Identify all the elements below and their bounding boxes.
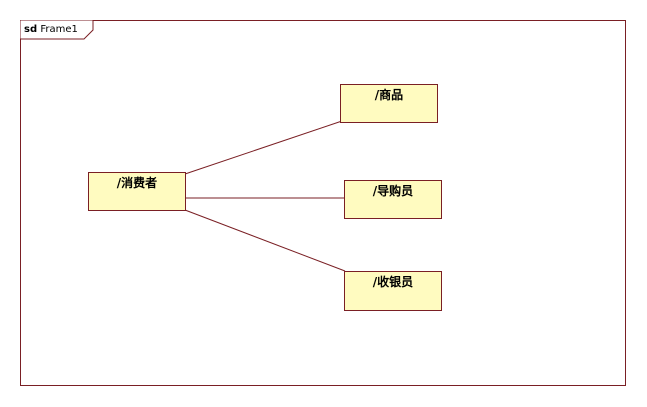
lifeline-consumer[interactable]: /消费者 xyxy=(88,172,186,211)
lifeline-consumer-label: /消费者 xyxy=(116,176,158,190)
link-consumer-cashier xyxy=(184,209,346,272)
frame-name: Frame1 xyxy=(40,24,78,35)
link-consumer-goods xyxy=(184,120,343,175)
frame-keyword: sd xyxy=(24,24,38,35)
lifeline-guide-label: /导购员 xyxy=(372,184,414,198)
lifeline-cashier-label: /收银员 xyxy=(372,275,414,289)
frame-tab-shape xyxy=(20,20,94,40)
lifeline-goods-label: /商品 xyxy=(374,88,404,102)
lifeline-cashier[interactable]: /收银员 xyxy=(344,271,442,311)
sequence-frame xyxy=(20,20,626,386)
lifeline-guide[interactable]: /导购员 xyxy=(344,180,442,219)
lifeline-goods[interactable]: /商品 xyxy=(340,84,438,123)
frame-tab-label: sd Frame1 xyxy=(24,23,78,37)
frame-tab: sd Frame1 xyxy=(20,20,94,40)
